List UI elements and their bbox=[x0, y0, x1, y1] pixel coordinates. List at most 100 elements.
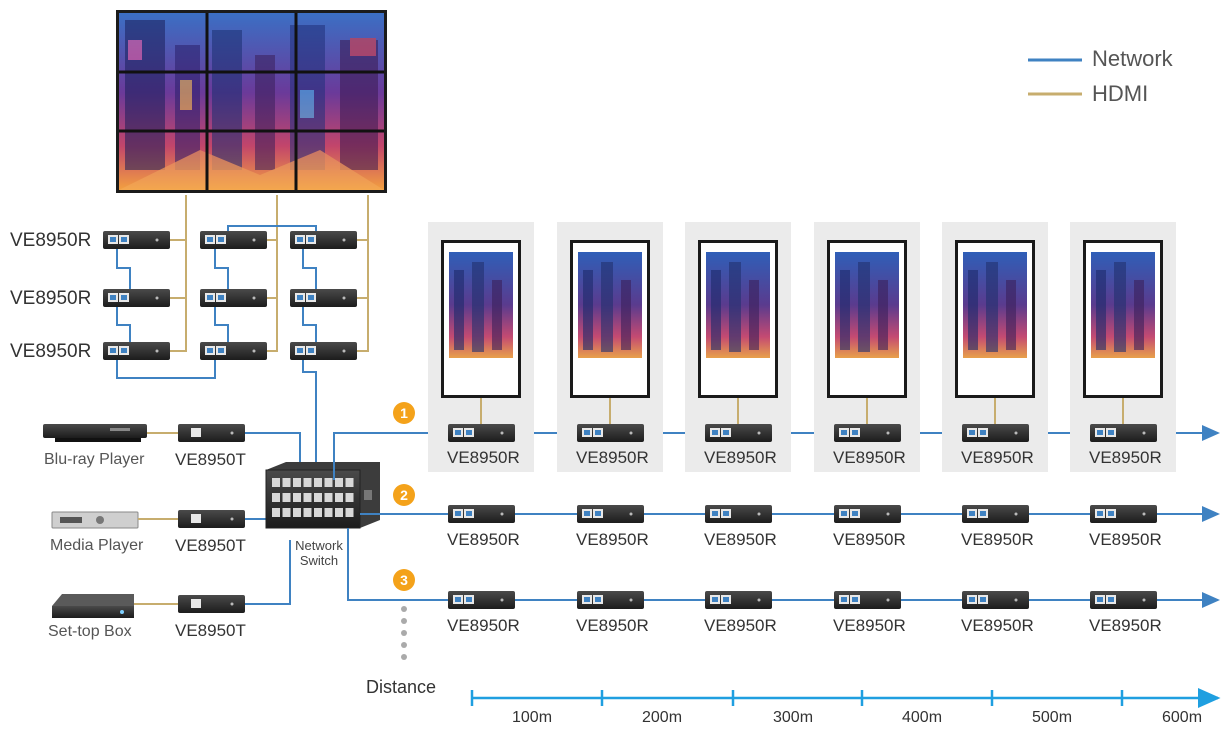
distance-label: Distance bbox=[366, 677, 437, 697]
switch-port bbox=[335, 508, 343, 517]
network-switch-label-line2: Switch bbox=[299, 553, 339, 568]
wall-receiver-r3-c1 bbox=[103, 342, 170, 360]
row-2-receiver-2-label: VE8950R bbox=[576, 530, 649, 549]
legend bbox=[1028, 58, 1082, 96]
wall-receiver-r2-c2 bbox=[200, 289, 267, 307]
network-switch-label-line1: Network bbox=[295, 538, 343, 553]
switch-port bbox=[282, 508, 291, 517]
switch-port bbox=[324, 508, 333, 517]
wall-receiver-r1-c3 bbox=[290, 231, 357, 249]
distance-dots bbox=[401, 606, 407, 660]
source-hdmi-lines bbox=[134, 432, 178, 605]
row-3-receiver-5-label: VE8950R bbox=[961, 616, 1034, 635]
switch-port bbox=[345, 508, 354, 517]
row-3-receiver-6-label: VE8950R bbox=[1089, 616, 1162, 635]
row-2-receiver-2 bbox=[577, 505, 644, 523]
city-skyline-image bbox=[119, 20, 384, 190]
switch-port bbox=[303, 508, 312, 517]
switch-port bbox=[345, 478, 354, 487]
row-3-receiver-3-label: VE8950R bbox=[704, 616, 777, 635]
row-3-receiver-5 bbox=[962, 591, 1029, 609]
switch-port bbox=[324, 478, 333, 487]
wall-receiver-r2-c1 bbox=[103, 289, 170, 307]
switch-port bbox=[282, 493, 291, 502]
video-wall-network-lines bbox=[116, 225, 317, 480]
row-3-receiver-3 bbox=[705, 591, 772, 609]
row-1-receiver-3-label: VE8950R bbox=[704, 448, 777, 467]
row-2-receiver-5-label: VE8950R bbox=[961, 530, 1034, 549]
row-1-receiver-4 bbox=[834, 424, 901, 442]
switch-port bbox=[303, 493, 312, 502]
row-3-receiver-2 bbox=[577, 591, 644, 609]
row-2-receiver-3-label: VE8950R bbox=[704, 530, 777, 549]
wall-receiver-row-3-label: VE8950R bbox=[10, 341, 92, 362]
row-1-receiver-1-label: VE8950R bbox=[447, 448, 520, 467]
network-switch-label: Network Switch bbox=[286, 538, 352, 568]
switch-port bbox=[314, 508, 322, 517]
row-1-receiver-3 bbox=[705, 424, 772, 442]
signage-display-1 bbox=[428, 222, 534, 472]
switch-port bbox=[272, 493, 280, 502]
row-2-receiver-6-label: VE8950R bbox=[1089, 530, 1162, 549]
switch-port bbox=[303, 478, 312, 487]
row-2-receiver-1-label: VE8950R bbox=[447, 530, 520, 549]
row-2-receiver-4 bbox=[834, 505, 901, 523]
row-3-receiver-4-label: VE8950R bbox=[833, 616, 906, 635]
switch-port bbox=[293, 493, 301, 502]
signage-display-6 bbox=[1070, 222, 1176, 472]
distance-tick-label-6: 600m bbox=[1162, 709, 1203, 726]
row-3-receiver-1-label: VE8950R bbox=[447, 616, 520, 635]
distance-tick-label-2: 200m bbox=[642, 709, 683, 726]
step-badge-1 bbox=[393, 402, 415, 424]
signage-display-3 bbox=[685, 222, 791, 472]
wall-receiver-r3-c3 bbox=[290, 342, 357, 360]
set-top-box-label: Set-top Box bbox=[48, 623, 132, 640]
switch-port bbox=[293, 508, 301, 517]
row-2-receiver-1 bbox=[448, 505, 515, 523]
row-2-receiver-3 bbox=[705, 505, 772, 523]
transmitter-1-label: VE8950T bbox=[175, 450, 246, 469]
switch-port bbox=[335, 478, 343, 487]
step-badge-1-number: 1 bbox=[400, 405, 408, 421]
legend-hdmi-label: HDMI bbox=[1092, 81, 1149, 106]
row-receivers bbox=[448, 424, 1157, 609]
distance-tick-label-1: 100m bbox=[512, 709, 553, 726]
switch-port bbox=[293, 478, 301, 487]
step-badges: 1 2 3 bbox=[393, 402, 415, 591]
switch-port bbox=[272, 478, 280, 487]
row-3-receiver-6 bbox=[1090, 591, 1157, 609]
set-top-box-image bbox=[52, 594, 134, 618]
row-3-receiver-1 bbox=[448, 591, 515, 609]
legend-network-label: Network bbox=[1092, 46, 1173, 71]
wall-receiver-row-2-label: VE8950R bbox=[10, 288, 92, 309]
row-1-receiver-6 bbox=[1090, 424, 1157, 442]
row-1-receiver-1 bbox=[448, 424, 515, 442]
video-wall bbox=[116, 10, 387, 193]
row-2-receiver-6 bbox=[1090, 505, 1157, 523]
transmitter-2-label: VE8950T bbox=[175, 536, 246, 555]
blu-ray-player-label: Blu-ray Player bbox=[44, 451, 145, 468]
switch-port bbox=[335, 493, 343, 502]
row-1-receiver-4-label: VE8950R bbox=[833, 448, 906, 467]
transmitter-3 bbox=[178, 595, 245, 613]
wall-receiver-r1-c2 bbox=[200, 231, 267, 249]
media-player-label: Media Player bbox=[50, 537, 144, 554]
row-3-receiver-2-label: VE8950R bbox=[576, 616, 649, 635]
wall-receiver-r3-c2 bbox=[200, 342, 267, 360]
row-1-receiver-2-label: VE8950R bbox=[576, 448, 649, 467]
distance-axis bbox=[470, 688, 1221, 708]
row-2-receiver-5 bbox=[962, 505, 1029, 523]
switch-port bbox=[282, 478, 291, 487]
distance-tick-label-4: 400m bbox=[902, 709, 943, 726]
row-1-receiver-5 bbox=[962, 424, 1029, 442]
network-switch bbox=[265, 462, 380, 529]
distance-tick-label-5: 500m bbox=[1032, 709, 1073, 726]
wall-receiver-r1-c1 bbox=[103, 231, 170, 249]
wall-receiver-r2-c3 bbox=[290, 289, 357, 307]
step-badge-3-number: 3 bbox=[400, 572, 408, 588]
switch-port bbox=[345, 493, 354, 502]
transmitter-3-label: VE8950T bbox=[175, 621, 246, 640]
video-wall-receivers bbox=[103, 231, 357, 360]
